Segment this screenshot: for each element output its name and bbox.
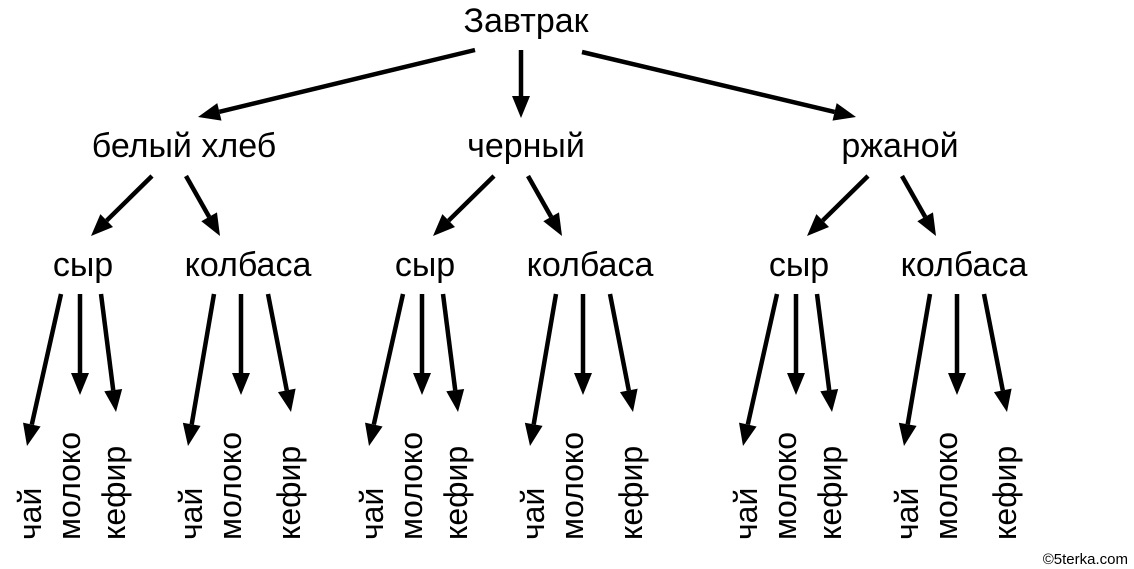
filling-0-0-to-drink-2-arrow-arrowhead [104, 389, 123, 412]
root-to-bread-2-arrow-arrowhead [832, 103, 856, 121]
filling-label-1-0: сыр [395, 246, 455, 284]
filling-0-1-to-drink-0-arrow-arrowhead [182, 422, 201, 446]
filling-0-0-to-drink-2-arrow-line [98, 293, 116, 391]
bread-2-to-filling-1-arrow-arrowhead [917, 212, 936, 236]
watermark: ©5terka.com [1043, 551, 1128, 568]
filling-2-1-to-drink-2-arrow-arrowhead [993, 388, 1012, 412]
filling-2-0-to-drink-2-arrow-line [814, 293, 832, 391]
root-to-bread-1-arrow-arrowhead [512, 96, 530, 118]
filling-label-0-1: колбаса [185, 246, 312, 284]
drink-label-1-1-0: чай [515, 488, 551, 540]
filling-label-0-0: сыр [53, 246, 113, 284]
root-to-bread-0-arrow-line [218, 47, 476, 115]
drink-label-2-0-0: чай [728, 488, 764, 540]
drink-label-1-0-0: чай [354, 488, 390, 540]
drink-label-2-0-2: кефир [812, 446, 848, 540]
filling-2-1-to-drink-0-arrow-arrowhead [898, 422, 917, 446]
filling-label-2-0: сыр [769, 246, 829, 284]
drink-label-0-0-2: кефир [96, 446, 132, 540]
filling-0-0-to-drink-0-arrow-arrowhead [23, 422, 41, 446]
bread-0-to-filling-1-arrow-line [184, 174, 212, 218]
filling-1-0-to-drink-2-arrow-line [440, 293, 458, 391]
filling-label-2-1: колбаса [901, 246, 1028, 284]
drink-label-2-1-2: кефир [987, 446, 1023, 540]
drink-label-2-1-1: молоко [928, 432, 964, 540]
drink-label-1-0-2: кефир [438, 446, 474, 540]
bread-0-to-filling-1-arrow-arrowhead [201, 212, 220, 236]
filling-0-0-to-drink-0-arrow-line [29, 293, 64, 426]
bread-2-to-filling-0-arrow-arrowhead [807, 214, 829, 236]
filling-2-0-to-drink-1-arrow-arrowhead [787, 373, 805, 395]
root-to-bread-0-arrow-arrowhead [198, 103, 222, 121]
filling-1-0-to-drink-1-arrow-arrowhead [413, 373, 431, 395]
bread-label-0: белый хлеб [92, 127, 276, 165]
bread-1-to-filling-1-arrow-line [526, 174, 554, 218]
drink-label-2-1-0: чай [889, 488, 925, 540]
bread-0-to-filling-0-arrow-arrowhead [91, 214, 113, 236]
bread-1-to-filling-0-arrow-line [447, 174, 496, 223]
drink-label-2-0-1: молоко [767, 432, 803, 540]
drink-label-1-0-1: молоко [393, 432, 429, 540]
filling-1-0-to-drink-0-arrow-line [371, 293, 406, 426]
filling-1-0-to-drink-2-arrow-arrowhead [446, 389, 465, 412]
filling-0-1-to-drink-2-arrow-line [265, 293, 289, 391]
bread-1-to-filling-0-arrow-arrowhead [433, 214, 455, 236]
drink-label-0-1-2: кефир [271, 446, 307, 540]
filling-2-0-to-drink-0-arrow-line [745, 293, 780, 426]
filling-0-0-to-drink-1-arrow-arrowhead [71, 373, 89, 395]
bread-0-to-filling-0-arrow-line [105, 174, 154, 223]
filling-1-1-to-drink-0-arrow-arrowhead [524, 422, 543, 446]
filling-0-1-to-drink-1-arrow-arrowhead [232, 373, 250, 395]
drink-label-0-1-1: молоко [212, 432, 248, 540]
filling-1-1-to-drink-2-arrow-line [607, 293, 631, 391]
filling-2-1-to-drink-2-arrow-line [981, 293, 1005, 391]
filling-1-1-to-drink-2-arrow-arrowhead [619, 388, 638, 412]
bread-2-to-filling-0-arrow-line [821, 174, 870, 223]
filling-2-1-to-drink-1-arrow-arrowhead [948, 373, 966, 395]
bread-2-to-filling-1-arrow-line [900, 174, 928, 218]
filling-2-1-to-drink-0-arrow-line [905, 293, 933, 425]
root-label: Завтрак [463, 2, 589, 40]
drink-label-0-1-0: чай [173, 488, 209, 540]
filling-1-1-to-drink-1-arrow-arrowhead [574, 373, 592, 395]
filling-1-1-to-drink-0-arrow-line [531, 293, 559, 425]
bread-label-2: ржаной [841, 127, 958, 165]
drink-label-1-1-2: кефир [613, 446, 649, 540]
filling-label-1-1: колбаса [527, 246, 654, 284]
filling-2-0-to-drink-0-arrow-arrowhead [739, 422, 757, 446]
drink-label-0-0-1: молоко [51, 432, 87, 540]
filling-2-0-to-drink-2-arrow-arrowhead [820, 389, 839, 412]
tree-edges [23, 47, 1012, 446]
filling-1-0-to-drink-0-arrow-arrowhead [365, 422, 383, 446]
drink-label-0-0-0: чай [12, 488, 48, 540]
bread-1-to-filling-1-arrow-arrowhead [543, 212, 562, 236]
filling-0-1-to-drink-0-arrow-line [189, 293, 217, 425]
bread-label-1: черный [467, 127, 585, 165]
drink-label-1-1-1: молоко [554, 432, 590, 540]
root-to-bread-2-arrow-line [581, 49, 836, 115]
filling-0-1-to-drink-2-arrow-arrowhead [277, 388, 296, 412]
